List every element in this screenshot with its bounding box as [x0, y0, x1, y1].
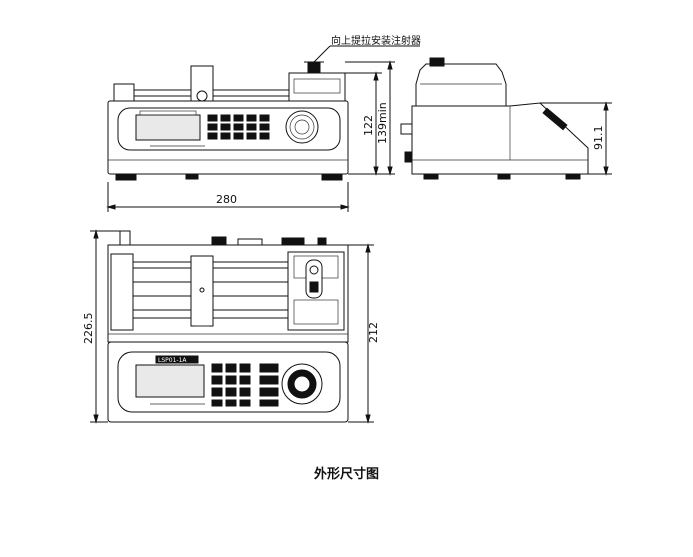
dim-top-depths: 226.5 212: [82, 229, 380, 424]
side-knob-ridges: [542, 107, 568, 131]
front-pusher-block: [190, 65, 214, 102]
dim-front-width: 280: [106, 182, 350, 212]
side-foot-left: [423, 173, 439, 180]
dim-front-height-body-label: 122: [362, 115, 375, 136]
side-top-knob: [429, 57, 445, 67]
side-body: [411, 102, 589, 175]
annotation-leader: 向上提拉安装注射器: [313, 34, 421, 63]
top-keypad: [211, 363, 279, 407]
front-keypad: [207, 114, 270, 140]
figure-caption: 外形尺寸图: [313, 467, 379, 482]
front-syringe-clamp: [113, 83, 135, 102]
side-rear-connector: [400, 123, 413, 135]
top-panel-brand: LSP01-1A: [158, 357, 187, 364]
front-view: [107, 61, 349, 181]
dim-front-width-label: 280: [216, 193, 237, 206]
side-upper-housing: [415, 63, 507, 107]
top-pusher: [190, 255, 214, 327]
front-drive-block: [288, 72, 346, 102]
dim-front-heights: 122 139min: [345, 60, 395, 176]
front-lcd-screen: [135, 114, 201, 141]
side-view: 91.1: [400, 57, 612, 180]
dim-top-depth-total-label: 226.5: [82, 313, 95, 345]
front-rotary-knob: [285, 110, 319, 144]
side-foot-mid: [497, 173, 511, 180]
dim-side-height-label: 91.1: [592, 126, 605, 151]
side-foot-right: [565, 173, 581, 180]
top-syringe-clamp: [110, 253, 134, 331]
front-rail: [133, 89, 295, 97]
top-lcd-screen: [135, 364, 205, 398]
dim-top-depth-body-label: 212: [367, 322, 380, 343]
front-top-knob: [307, 61, 321, 74]
dim-front-height-total-label: 139min: [376, 102, 389, 144]
annotation-label: 向上提拉安装注射器: [331, 34, 421, 47]
front-foot-mid: [185, 173, 199, 180]
front-foot-right: [321, 173, 343, 181]
top-view: LSP01-1A: [107, 230, 349, 423]
front-foot-left: [115, 173, 137, 181]
